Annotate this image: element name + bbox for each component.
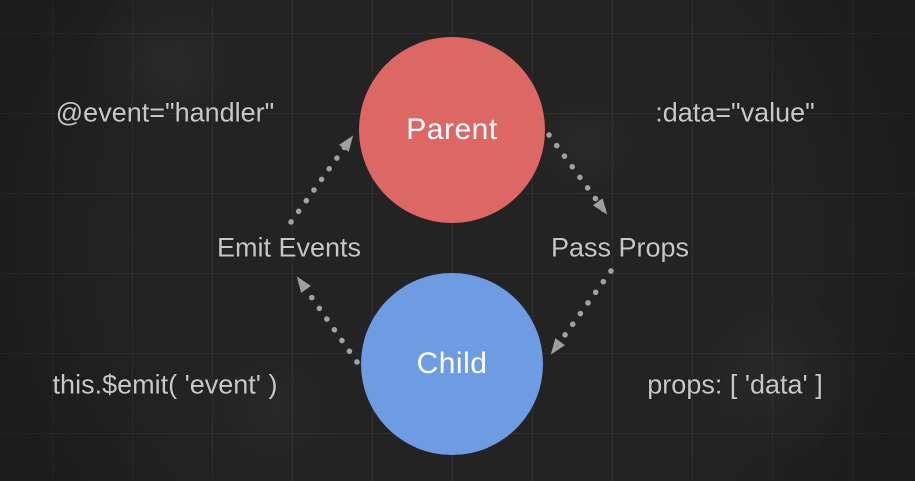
- child-node-label: Child: [416, 347, 488, 380]
- child-node: Child: [361, 273, 543, 455]
- pass-props-arrow-upper-segment: [546, 132, 609, 216]
- emit-events-arrow-lower-segment: [295, 275, 360, 365]
- pass-props-arrow-lower-segment: [549, 268, 614, 356]
- emit-events-edge-label: Emit Events: [216, 232, 362, 263]
- emit-call-annotation: this.$emit( 'event' ): [52, 369, 278, 400]
- props-array-annotation: props: [ 'data' ]: [647, 369, 823, 400]
- parent-node-label: Parent: [406, 113, 498, 146]
- parent-node: Parent: [359, 37, 545, 223]
- emit-events-arrow-upper-segment: [288, 134, 355, 225]
- pass-props-edge-label: Pass Props: [550, 232, 690, 263]
- data-binding-annotation: :data="value": [655, 97, 815, 128]
- event-handler-annotation: @event="handler": [55, 97, 275, 128]
